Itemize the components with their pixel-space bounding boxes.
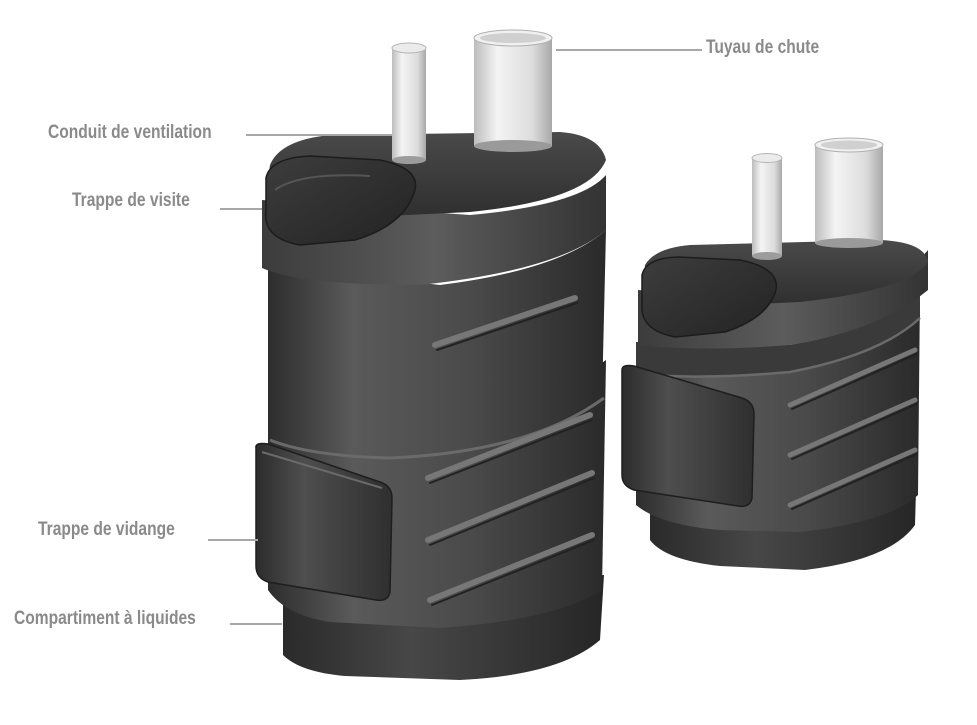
large-tank-vent-pipe [391,42,427,164]
large-tank-shoulder [262,175,606,285]
leader-compartiment-a-liquides [230,623,282,625]
small-tank-soil-pipe [814,137,884,248]
leader-conduit-de-ventilation [246,134,392,136]
leader-trappe-de-visite [220,208,262,210]
leader-trappe-de-vidange [208,539,258,541]
small-tank-vent-pipe [751,153,783,260]
label-compartiment-a-liquides: Compartiment à liquides [14,608,196,629]
large-tank-ridges [425,295,595,606]
small-tank-drain-band [621,364,755,508]
label-trappe-de-visite: Trappe de visite [72,190,190,211]
label-tuyau-de-chute: Tuyau de chute [706,37,820,58]
large-tank [255,29,606,680]
large-tank-soil-pipe [473,29,553,152]
small-tank [621,137,928,570]
large-tank-drain-band [255,442,393,602]
small-tank-inspection-lid [641,256,778,338]
label-trappe-de-vidange: Trappe de vidange [38,519,175,540]
small-tank-ridges [787,347,918,510]
label-conduit-de-ventilation: Conduit de ventilation [48,122,212,143]
leader-tuyau-de-chute [556,49,702,51]
